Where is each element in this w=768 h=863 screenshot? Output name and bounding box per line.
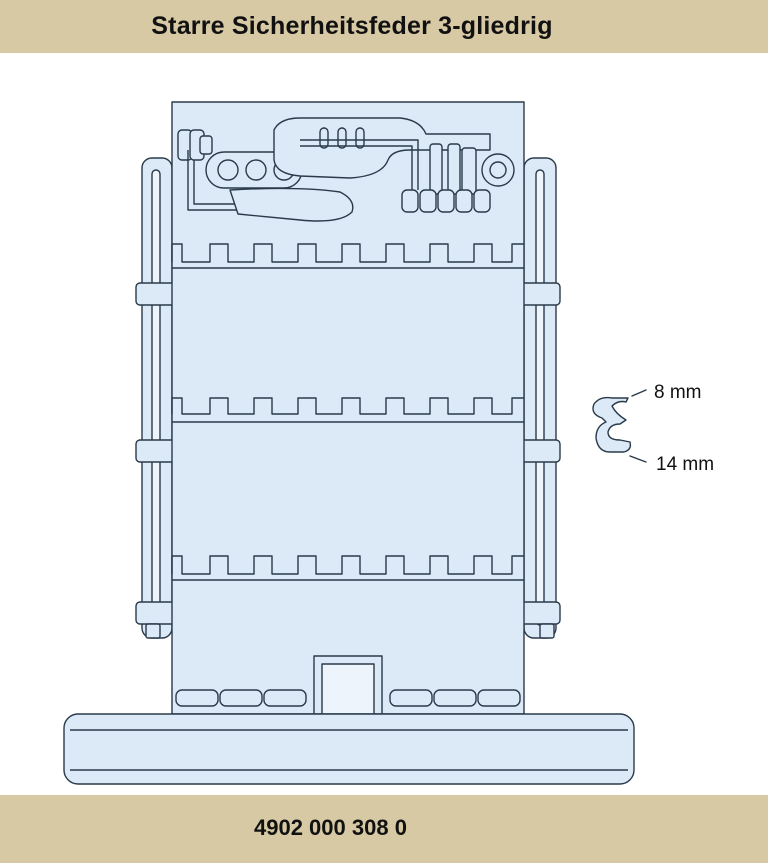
dimension-label-8mm: 8 mm (654, 382, 702, 403)
bottom-latch (175, 655, 521, 715)
part-number: 4902 000 308 0 (254, 815, 407, 840)
segment-joint-2 (171, 397, 524, 423)
dimension-label-14mm: 14 mm (656, 454, 715, 475)
footer-bar: 4902 000 308 0 (0, 795, 768, 863)
title-bar: Starre Sicherheitsfeder 3-gliedrig (0, 0, 768, 53)
segment-joint-1 (171, 243, 524, 269)
top-mechanism (177, 117, 515, 222)
right-rail (519, 157, 561, 639)
segment-joint-3 (171, 555, 524, 581)
technical-drawing (63, 101, 647, 785)
page-title: Starre Sicherheitsfeder 3-gliedrig (151, 12, 553, 40)
spring-detail (592, 389, 647, 463)
left-rail (135, 157, 177, 639)
base-handle (63, 713, 635, 785)
